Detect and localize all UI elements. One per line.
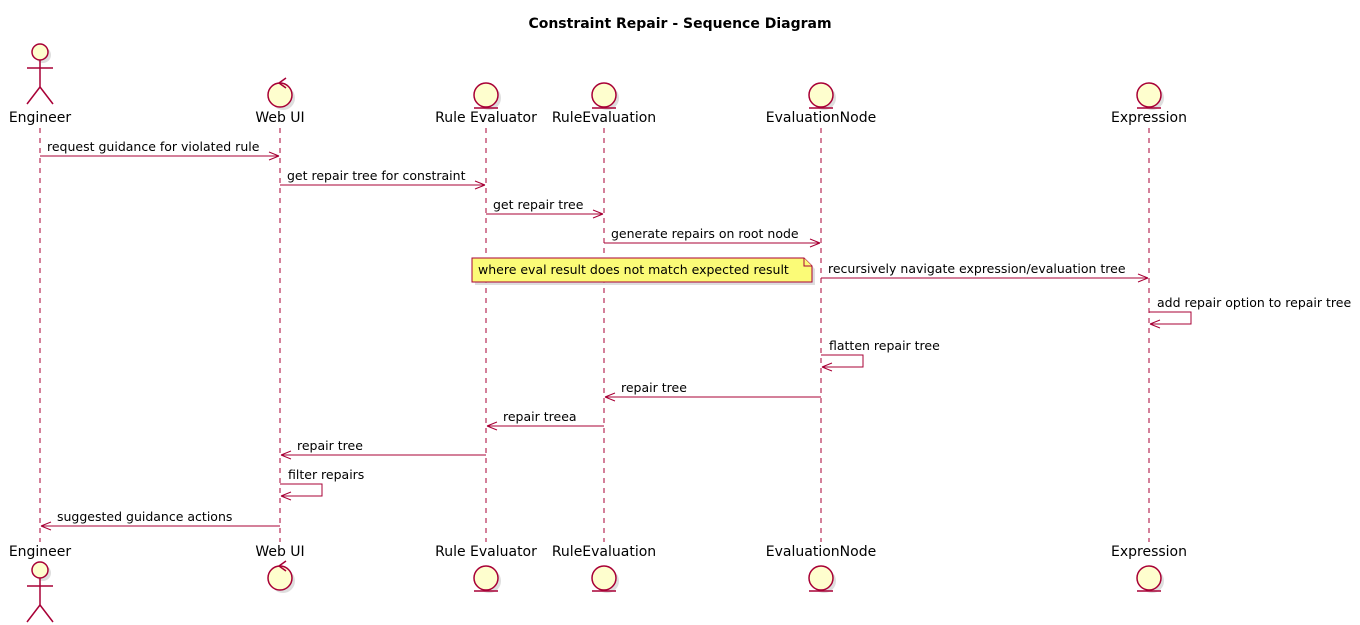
message-9-label: repair treea xyxy=(503,409,577,424)
message-3: get repair tree xyxy=(486,197,604,219)
message-3-arrowhead xyxy=(592,209,604,219)
message-11-self-arrow xyxy=(280,483,323,497)
message-9-arrowhead xyxy=(486,421,498,431)
ruleevaluation-label-bottom: RuleEvaluation xyxy=(552,544,656,560)
note-box xyxy=(471,257,813,283)
message-10-label: repair tree xyxy=(297,438,363,453)
message-5-arrowhead xyxy=(1137,273,1149,283)
evaluationnode-label-top: EvaluationNode xyxy=(766,110,876,126)
message-4-arrowhead xyxy=(809,238,821,248)
expression-entity-icon-bottom xyxy=(1136,565,1164,593)
message-6-arrowhead xyxy=(1149,319,1161,329)
ruleevaluation-label-top: RuleEvaluation xyxy=(552,110,656,126)
message-2: get repair tree for constraint xyxy=(280,168,486,190)
message-3-label: get repair tree xyxy=(493,197,584,212)
messages: request guidance for violated rule get re… xyxy=(40,139,1351,531)
note: where eval result does not match expecte… xyxy=(471,257,815,285)
webui-label-bottom: Web UI xyxy=(255,544,304,560)
participants-bottom: Engineer Web UI Rule Evaluator RuleEvaluati… xyxy=(9,544,1187,623)
ruleevaluator-entity-icon-top xyxy=(473,82,501,110)
message-11-label: filter repairs xyxy=(288,467,364,482)
expression-label-top: Expression xyxy=(1111,110,1187,126)
expression-label-bottom: Expression xyxy=(1111,544,1187,560)
message-1: request guidance for violated rule xyxy=(40,139,280,161)
ruleevaluator-label-bottom: Rule Evaluator xyxy=(435,544,537,560)
webui-control-icon-bottom xyxy=(267,560,295,593)
message-6-label: add repair option to repair tree xyxy=(1157,295,1351,310)
engineer-actor-icon-top xyxy=(26,43,54,105)
evaluationnode-entity-icon-bottom xyxy=(808,565,836,593)
message-11-arrowhead xyxy=(280,491,292,501)
engineer-actor-icon-bottom xyxy=(26,561,54,623)
engineer-label-bottom: Engineer xyxy=(9,544,72,560)
ruleevaluation-entity-icon-top xyxy=(591,82,619,110)
lifelines xyxy=(39,128,1150,542)
message-8-label: repair tree xyxy=(621,380,687,395)
message-12: suggested guidance actions xyxy=(40,509,280,531)
ruleevaluator-label-top: Rule Evaluator xyxy=(435,110,537,126)
message-4: generate repairs on root node xyxy=(604,226,821,248)
message-12-arrowhead xyxy=(40,521,52,531)
message-11: filter repairs xyxy=(280,467,364,501)
message-7: flatten repair tree xyxy=(821,338,940,372)
expression-entity-icon-top xyxy=(1136,82,1164,110)
message-9: repair treea xyxy=(486,409,604,431)
message-4-label: generate repairs on root node xyxy=(611,226,799,241)
message-7-label: flatten repair tree xyxy=(829,338,940,353)
note-fold xyxy=(803,258,812,267)
message-1-arrowhead xyxy=(268,151,280,161)
message-7-arrowhead xyxy=(821,362,833,372)
ruleevaluation-entity-icon-bottom xyxy=(591,565,619,593)
engineer-label-top: Engineer xyxy=(9,110,72,126)
message-1-label: request guidance for violated rule xyxy=(47,139,260,154)
evaluationnode-entity-icon-top xyxy=(808,82,836,110)
message-7-self-arrow xyxy=(821,354,864,368)
webui-label-top: Web UI xyxy=(255,110,304,126)
message-6-self-arrow xyxy=(1149,311,1192,325)
evaluationnode-label-bottom: EvaluationNode xyxy=(766,544,876,560)
message-8-arrowhead xyxy=(604,392,616,402)
diagram-title: Constraint Repair - Sequence Diagram xyxy=(528,16,831,32)
ruleevaluator-entity-icon-bottom xyxy=(473,565,501,593)
message-10-arrowhead xyxy=(280,450,292,460)
message-10: repair tree xyxy=(280,438,486,460)
message-6: add repair option to repair tree xyxy=(1149,295,1351,329)
message-8: repair tree xyxy=(604,380,821,402)
message-5-label: recursively navigate expression/evaluati… xyxy=(828,261,1126,276)
note-text: where eval result does not match expecte… xyxy=(478,262,789,277)
webui-control-icon-top xyxy=(267,77,295,110)
message-12-label: suggested guidance actions xyxy=(57,509,232,524)
message-2-arrowhead xyxy=(474,180,486,190)
message-2-label: get repair tree for constraint xyxy=(287,168,466,183)
participants-top: Engineer Web UI Rule Evaluator RuleEvaluati… xyxy=(9,43,1187,126)
message-5: recursively navigate expression/evaluati… xyxy=(821,261,1149,283)
